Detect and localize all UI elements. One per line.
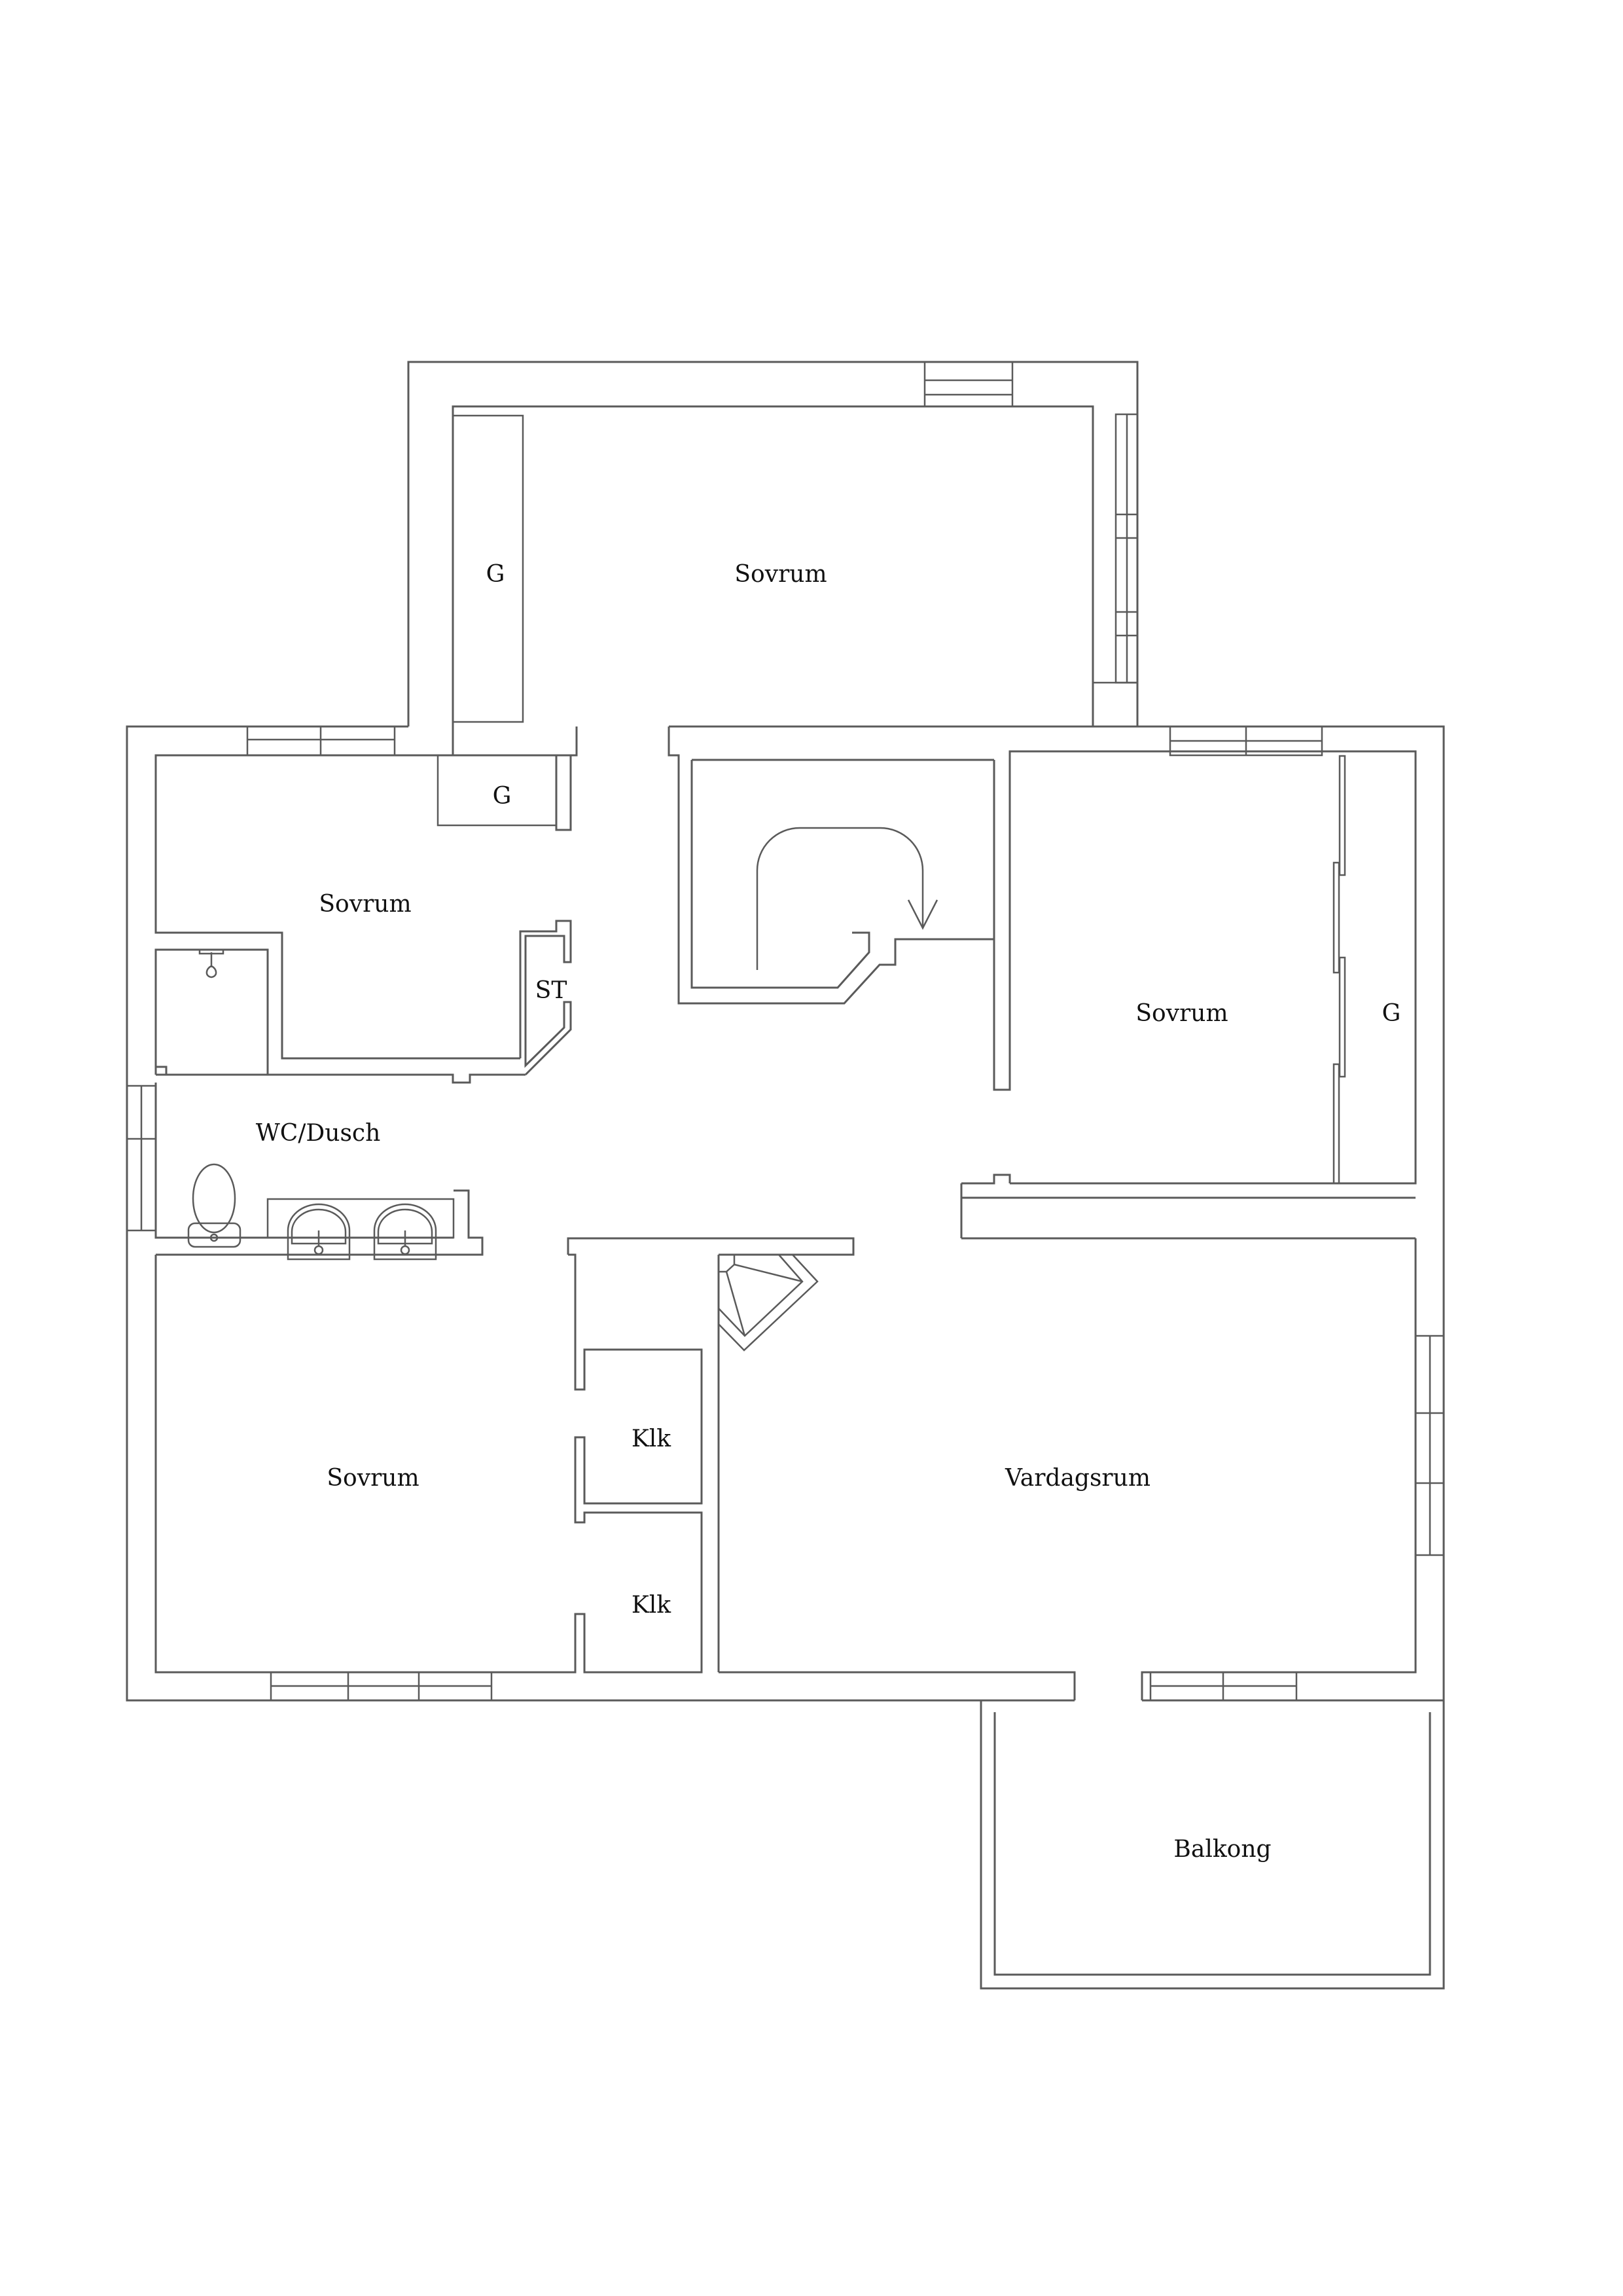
balcony-railing: [980, 1700, 1445, 1990]
staircase-arrow-icon: [756, 827, 938, 970]
room-label-left-bedroom: Sovrum: [319, 891, 411, 918]
room-label-closet-2: Klk: [632, 1592, 671, 1619]
room-label-balcony: Balkong: [1173, 1836, 1271, 1863]
lower-walls: [154, 1237, 1445, 1702]
top-bedroom-walls: [407, 361, 1139, 728]
left-bedroom-closet: [437, 754, 577, 831]
sink-icon-2: [373, 1203, 437, 1261]
room-label-storage: ST: [535, 977, 567, 1004]
fireplace-icon: [718, 1254, 819, 1352]
sink-icon: [287, 1203, 351, 1261]
room-label-left-bedroom-closet: G: [493, 783, 512, 810]
room-label-bathroom: WC/Dusch: [256, 1120, 381, 1147]
left-bedroom-window: [246, 725, 396, 757]
room-label-living-room: Vardagsrum: [1005, 1465, 1150, 1492]
room-label-bottom-bedroom: Sovrum: [327, 1465, 419, 1492]
wardrobe-doors: [1332, 755, 1346, 1185]
toilet-icon: [187, 1163, 241, 1248]
room-label-right-bedroom-closet: G: [1382, 1000, 1401, 1027]
bathroom-walls: [126, 948, 526, 1256]
room-label-right-bedroom: Sovrum: [1135, 1000, 1228, 1027]
right-bedroom-window: [1169, 725, 1323, 757]
shower-head-icon: [198, 948, 224, 978]
room-label-top-bedroom-closet: G: [486, 561, 505, 588]
room-label-closet-1: Klk: [632, 1426, 671, 1452]
room-label-top-bedroom: Sovrum: [734, 561, 827, 588]
storage-walls: [519, 920, 572, 1076]
outer-walls: [126, 725, 1445, 1712]
